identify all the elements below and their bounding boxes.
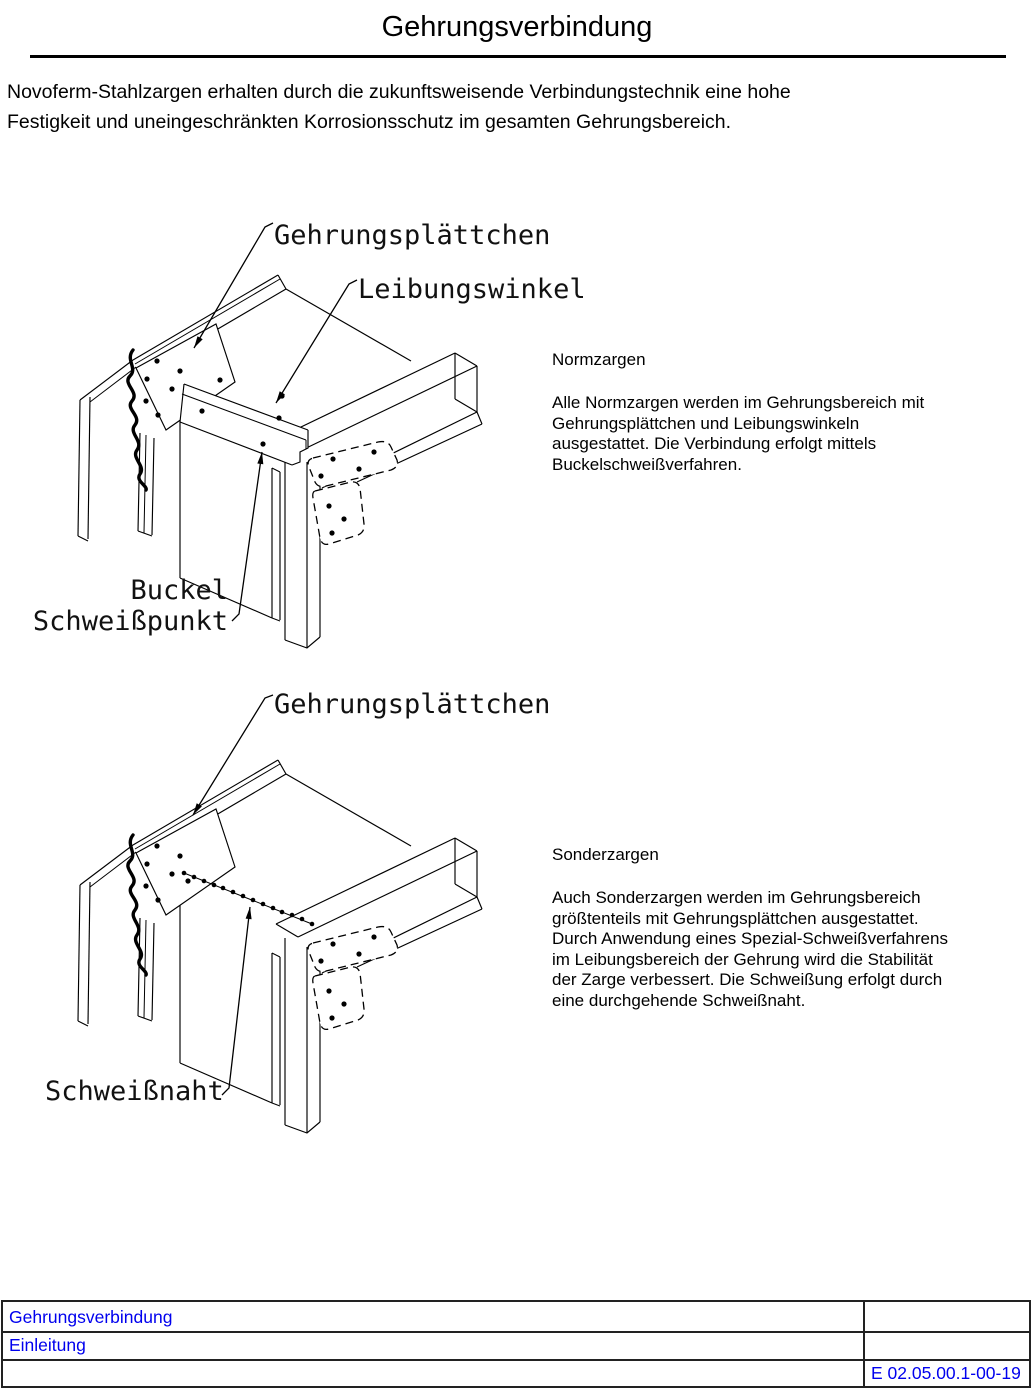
jamb-posts [137, 917, 155, 1022]
jamb-panel [179, 407, 281, 622]
frame-corner-drawing-1 [77, 222, 483, 649]
footer-divider-2 [3, 1359, 1029, 1361]
label-schweisspunkt: Schweißpunkt [32, 606, 228, 637]
arrowhead-angle [276, 391, 285, 403]
label-buckel: Buckel [130, 575, 228, 606]
jamb-outer-sheet [77, 359, 137, 542]
footer-chapter-link[interactable]: Gehrungsverbindung [9, 1307, 173, 1327]
caption-body-normzargen: Alle Normzargen werden im Gehrungsbereic… [552, 393, 925, 474]
lining-angle-bracket [179, 383, 309, 466]
intro-paragraph: Novoferm-Stahlzargen erhalten durch die … [7, 78, 791, 137]
intro-line-2: Festigkeit und uneingeschränkten Korrosi… [7, 110, 732, 133]
footer-doc-number[interactable]: E 02.05.00.1-00-19 [871, 1363, 1021, 1383]
arrowhead-plate [194, 336, 203, 348]
arrowhead-seam [245, 907, 252, 920]
jamb-panel [179, 892, 281, 1107]
jamb-outer-sheet [77, 844, 137, 1027]
caption-title-normzargen: Normzargen [552, 350, 646, 369]
weld-seam-dotted-line [181, 870, 315, 927]
figure-normzargen: Gehrungsplättchen Leibungswinkel Buckel … [30, 200, 586, 670]
label-gehrungsplaettchen-1: Gehrungsplättchen [274, 220, 551, 251]
miter-weld-wavy-edge [126, 833, 148, 977]
frame-corner-drawing-2 [77, 694, 483, 1134]
hidden-corner-plate [307, 440, 399, 546]
miter-weld-wavy-edge [126, 348, 148, 492]
intro-line-1: Novoferm-Stahlzargen erhalten durch die … [7, 81, 791, 103]
label-schweissnaht: Schweißnaht [45, 1076, 224, 1107]
hidden-corner-plate [307, 925, 399, 1031]
footer-table: Gehrungsverbindung Einleitung E 02.05.00… [1, 1300, 1031, 1388]
jamb-posts [137, 432, 155, 537]
caption-normzargen: Normzargen Alle Normzargen werden im Geh… [552, 350, 1027, 475]
caption-title-sonderzargen: Sonderzargen [552, 845, 659, 864]
footer-column-divider [863, 1302, 865, 1386]
leader-lines [192, 694, 274, 1096]
label-gehrungsplaettchen-2: Gehrungsplättchen [274, 689, 551, 720]
label-leibungswinkel: Leibungswinkel [358, 274, 586, 305]
figure-sonderzargen: Gehrungsplättchen Schweißnaht [30, 685, 580, 1155]
leader-lines [193, 222, 358, 622]
caption-body-sonderzargen: Auch Sonderzargen werden im Gehrungsbere… [552, 888, 948, 1010]
footer-section-link[interactable]: Einleitung [9, 1335, 86, 1355]
title-rule [30, 55, 1006, 58]
arrowhead-plate [193, 803, 202, 815]
page-title: Gehrungsverbindung [381, 11, 653, 43]
front-post [284, 453, 321, 649]
caption-sonderzargen: Sonderzargen Auch Sonderzargen werden im… [552, 845, 1027, 1011]
arrowhead-weld-point [257, 452, 264, 465]
footer-divider-1 [3, 1331, 1029, 1333]
corner-plate [135, 808, 236, 916]
